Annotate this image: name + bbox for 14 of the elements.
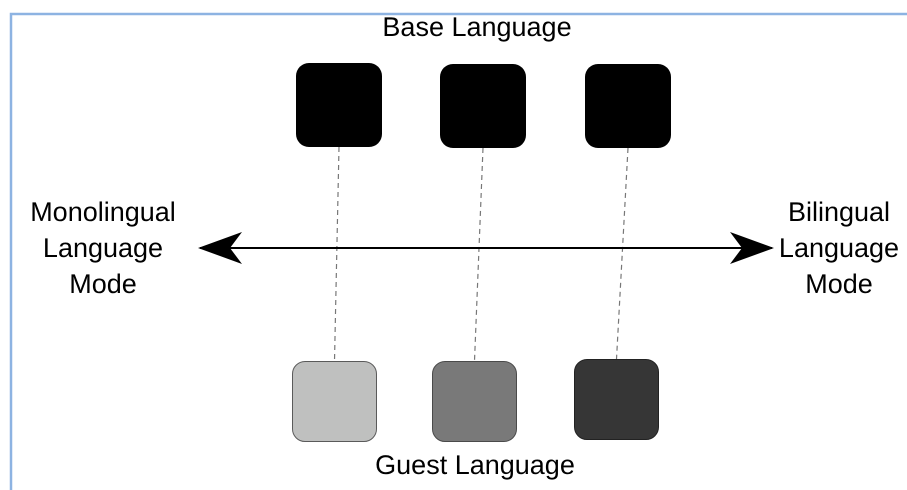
rounded-square xyxy=(296,63,382,147)
dashed-connector xyxy=(616,148,629,360)
group-heading: Base Language xyxy=(382,12,572,43)
rounded-square xyxy=(585,64,671,148)
rounded-square xyxy=(432,361,517,442)
rounded-square xyxy=(574,359,659,440)
rounded-square xyxy=(440,64,526,148)
dashed-connector xyxy=(474,148,484,362)
mode-label: Bilingual Language Mode xyxy=(778,196,900,301)
dashed-connector xyxy=(334,146,340,362)
rounded-square xyxy=(292,361,377,442)
double-headed-arrow xyxy=(198,232,774,264)
group-heading: Guest Language xyxy=(375,450,575,481)
mode-label: Monolingual Language Mode xyxy=(29,196,177,301)
